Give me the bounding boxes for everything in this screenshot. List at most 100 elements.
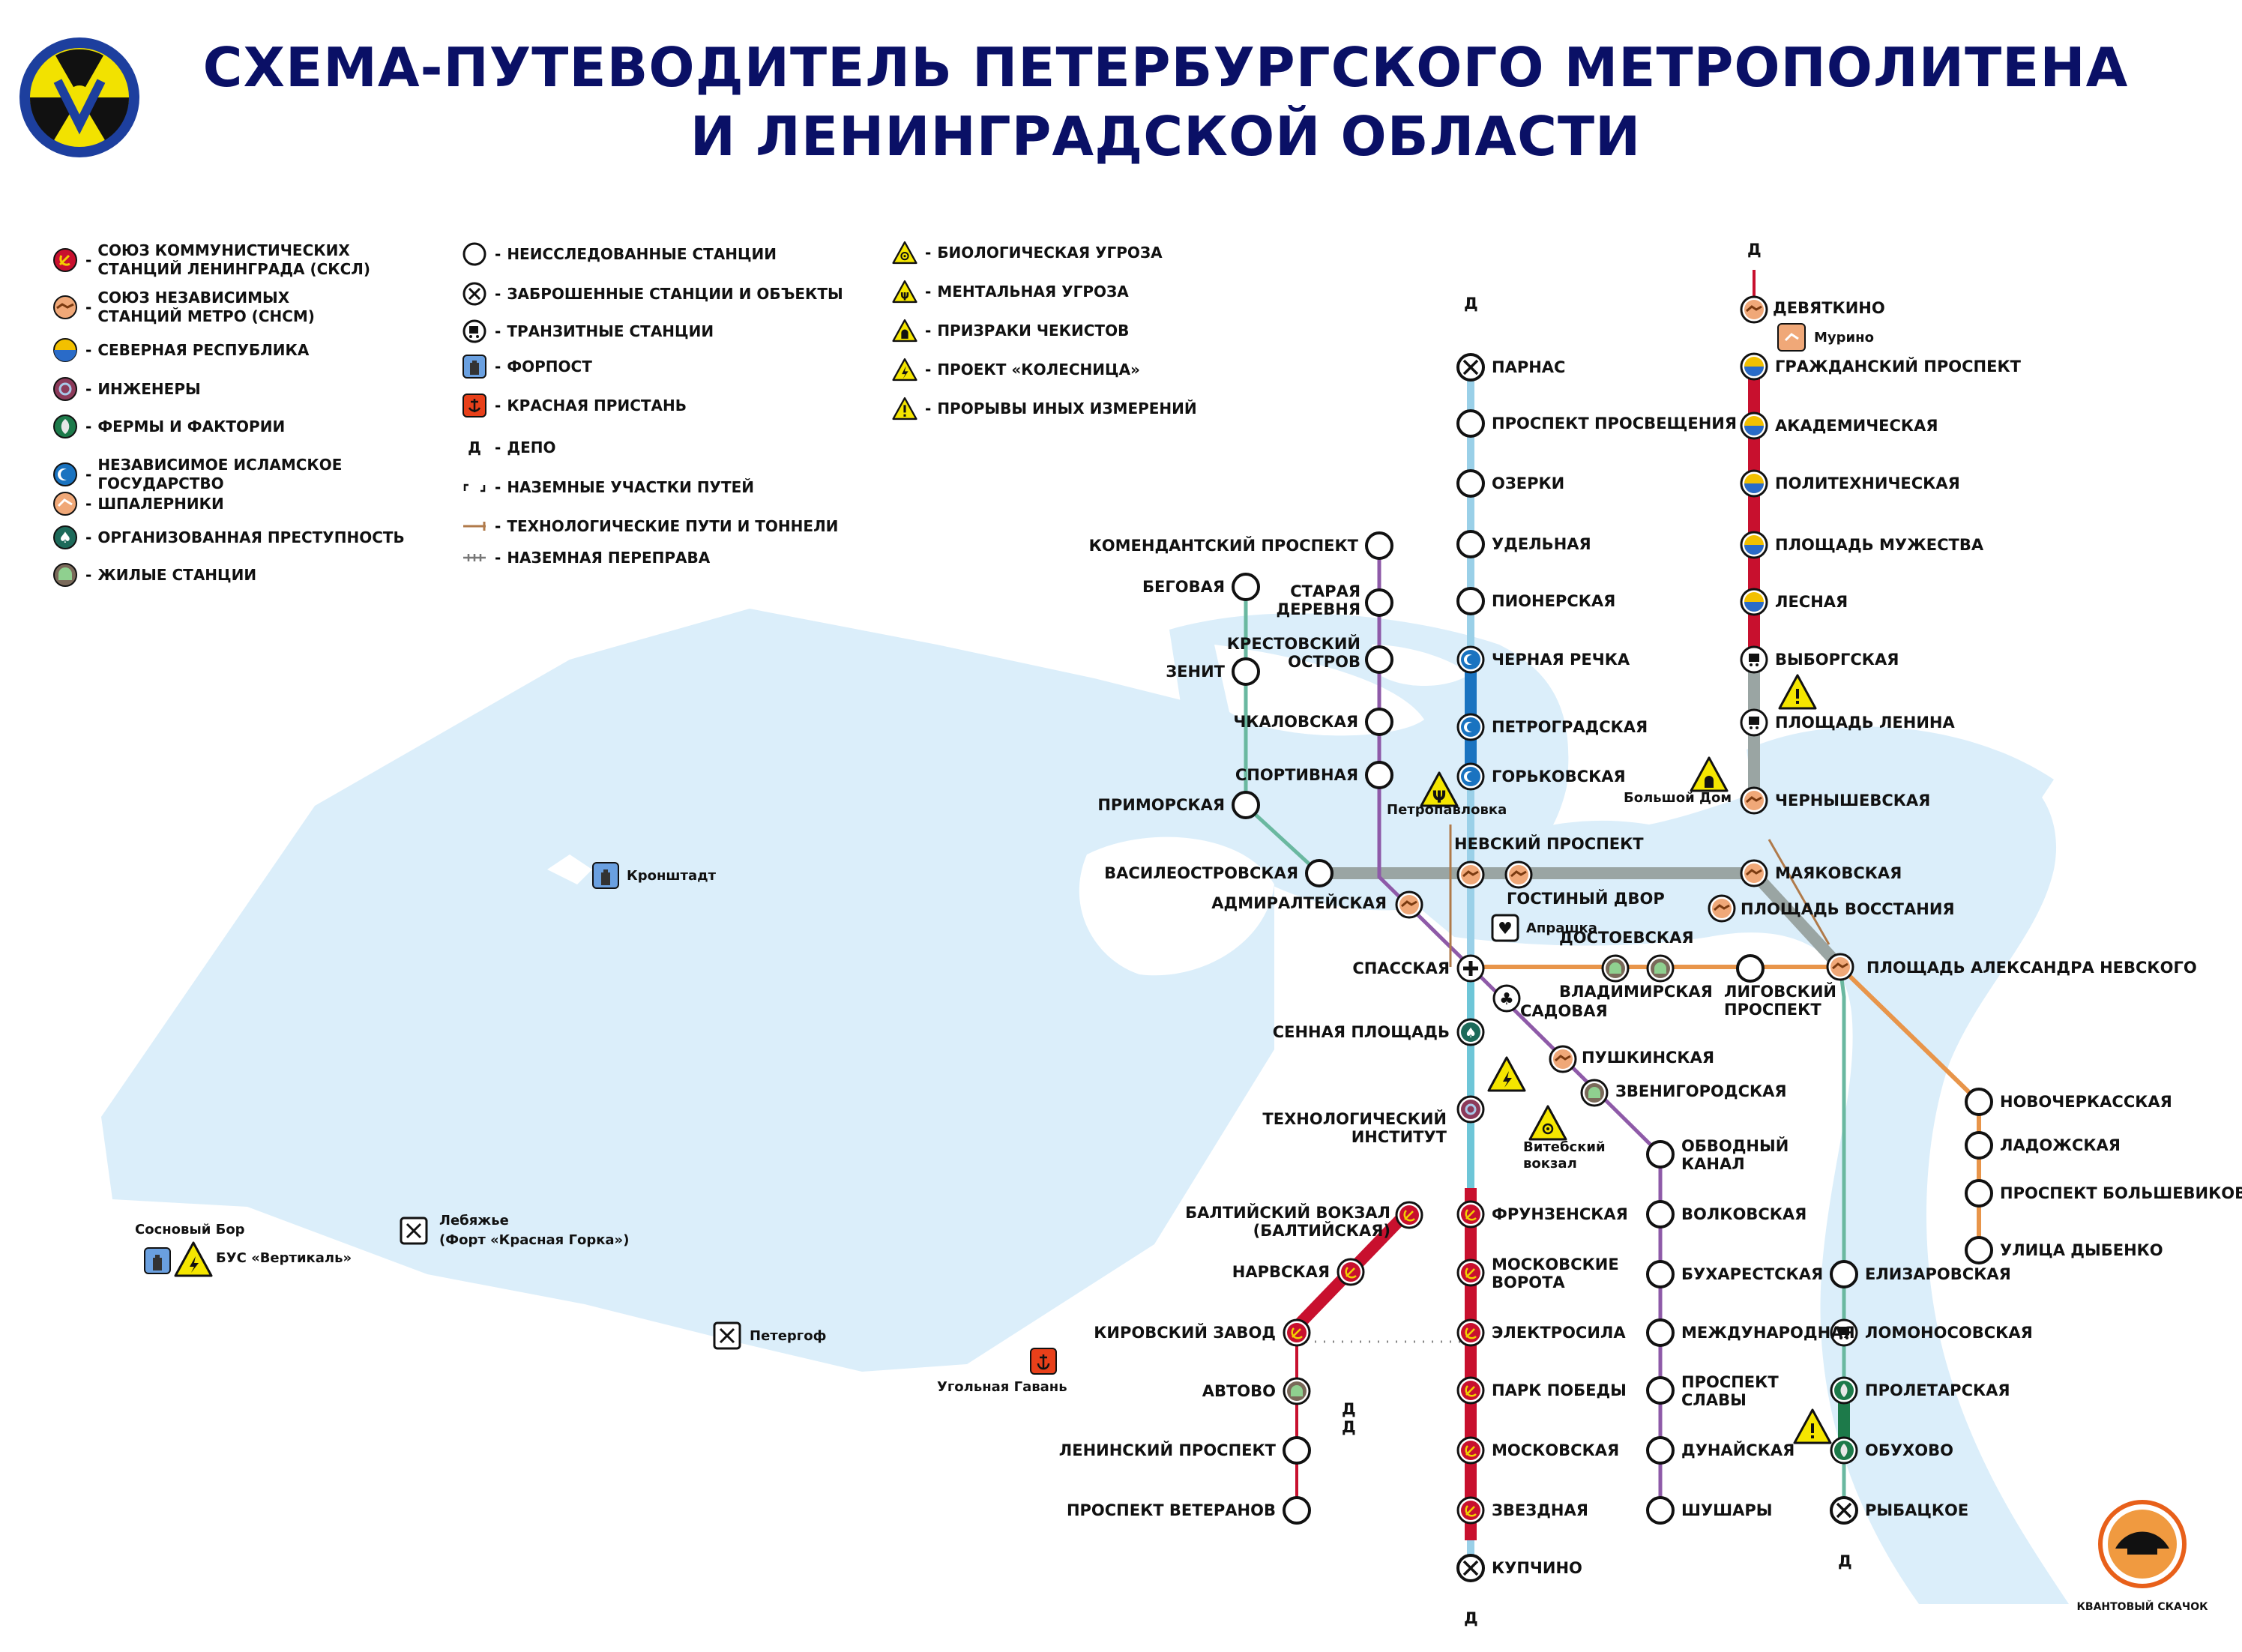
- station-sennaya spade-icon[interactable]: [1456, 1018, 1485, 1046]
- station-udelnaya unexplored-icon[interactable]: [1456, 530, 1485, 558]
- station-begovaya unexplored-icon[interactable]: [1232, 573, 1260, 601]
- station-avtovo residential-icon[interactable]: [1283, 1377, 1311, 1405]
- depot-marker: Д: [1342, 1418, 1356, 1436]
- station-ligovsky unexplored-icon[interactable]: [1736, 954, 1765, 983]
- station-tech-inst engineers-icon[interactable]: [1456, 1095, 1485, 1124]
- station-elizarov unexplored-icon[interactable]: [1830, 1260, 1858, 1288]
- station-pr-prosv unexplored-icon[interactable]: [1456, 409, 1485, 438]
- station-pionerskaya unexplored-icon[interactable]: [1456, 587, 1485, 615]
- station-bukharest unexplored-icon[interactable]: [1646, 1260, 1675, 1288]
- legend-item-depot: Д -ДЕПО: [462, 435, 555, 460]
- legend-item-transit: -ТРАНЗИТНЫЕ СТАНЦИИ: [462, 319, 714, 344]
- station-sadovaya club-icon[interactable]: [1492, 984, 1521, 1013]
- station-parnas abandoned-icon[interactable]: [1456, 353, 1485, 382]
- legend-item-residential: - ЖИЛЫЕ СТАНЦИИ: [52, 562, 256, 588]
- label-petergof: Петергоф: [750, 1328, 826, 1344]
- depot-marker: Д: [1464, 1609, 1478, 1627]
- station-admiralt handshake-icon[interactable]: [1395, 890, 1423, 919]
- station-label: СПАССКАЯ: [1352, 959, 1450, 977]
- station-ladozhskaya unexplored-icon[interactable]: [1965, 1131, 1993, 1160]
- station-gostiny handshake-icon[interactable]: [1504, 860, 1533, 889]
- station-label: МОСКОВСКИЕ: [1492, 1255, 1619, 1273]
- station-dunaiskaya unexplored-icon[interactable]: [1646, 1436, 1675, 1465]
- station-leninsky unexplored-icon[interactable]: [1283, 1436, 1311, 1465]
- outpost-icon: [592, 862, 619, 889]
- station-vyborgskaya transit-icon[interactable]: [1740, 645, 1768, 674]
- station-frunzenskaya hammer-sickle-icon[interactable]: [1456, 1200, 1485, 1229]
- station-obvodny unexplored-icon[interactable]: [1646, 1140, 1675, 1169]
- station-sportiv unexplored-icon[interactable]: [1365, 761, 1393, 789]
- station-mayakovskaya handshake-icon[interactable]: [1740, 859, 1768, 887]
- station-vladimirskaya residential-icon[interactable]: [1646, 954, 1675, 983]
- station-veteranov unexplored-icon[interactable]: [1283, 1496, 1311, 1525]
- station-park-pobedy hammer-sickle-icon[interactable]: [1456, 1376, 1485, 1405]
- station-ozerki unexplored-icon[interactable]: [1456, 469, 1485, 498]
- station-elektrosila hammer-sickle-icon[interactable]: [1456, 1318, 1485, 1347]
- legend-label: ТРАНЗИТНЫЕ СТАНЦИИ: [507, 322, 714, 340]
- station-nevsky handshake-icon[interactable]: [1456, 860, 1485, 889]
- legend-label: НЕИССЛЕДОВАННЫЕ СТАНЦИИ: [507, 244, 777, 263]
- station-mosk-vorota hammer-sickle-icon[interactable]: [1456, 1258, 1485, 1287]
- station-label: ЛАДОЖСКАЯ: [2000, 1136, 2121, 1154]
- surface-crossing-icon: [463, 554, 486, 561]
- station-volkovskaya unexplored-icon[interactable]: [1646, 1200, 1675, 1229]
- station-rybatskoe abandoned-icon[interactable]: [1830, 1496, 1858, 1525]
- station-pl-vosst handshake-icon[interactable]: [1708, 894, 1736, 923]
- station-chernaya-rechka crescent-icon[interactable]: [1456, 645, 1485, 674]
- station-pr-bolsh unexplored-icon[interactable]: [1965, 1179, 1993, 1208]
- station-moskovskaya hammer-sickle-icon[interactable]: [1456, 1436, 1485, 1465]
- biohazard-icon: [892, 241, 917, 265]
- station-polytech north-republic-icon[interactable]: [1740, 469, 1768, 498]
- abandoned-icon: [462, 282, 486, 306]
- station-kupchino abandoned-icon[interactable]: [1456, 1554, 1485, 1582]
- station-dostoevskaya residential-icon[interactable]: [1601, 954, 1630, 983]
- station-label: СПОРТИВНАЯ: [1235, 766, 1358, 784]
- station-label: ПРОСПЕКТ ПРОСВЕЩЕНИЯ: [1492, 414, 1737, 432]
- station-label: УДЕЛЬНАЯ: [1492, 535, 1591, 553]
- station-proletar farms-icon[interactable]: [1830, 1376, 1858, 1405]
- station-obukhovo farms-icon[interactable]: [1830, 1436, 1858, 1465]
- station-label: АВТОВО: [1202, 1382, 1276, 1400]
- station-narvskaya hammer-sickle-icon[interactable]: [1337, 1258, 1365, 1286]
- station-pl-al-nev handshake-icon[interactable]: [1826, 953, 1854, 981]
- station-zvenigor residential-icon[interactable]: [1580, 1079, 1609, 1107]
- crescent-icon: [53, 462, 77, 486]
- station-chkalov unexplored-icon[interactable]: [1365, 708, 1393, 736]
- legend-label: ТЕХНОЛОГИЧЕСКИЕ ПУТИ И ТОННЕЛИ: [507, 516, 839, 535]
- station-spasskaya hub-icon[interactable]: [1458, 956, 1483, 981]
- station-primorskaya unexplored-icon[interactable]: [1232, 791, 1260, 819]
- station-label: ЗВЕЗДНАЯ: [1492, 1501, 1588, 1519]
- label-kronshtadt: Кронштадт: [627, 868, 717, 884]
- depot-icon: Д: [468, 438, 481, 456]
- station-lesnaya north-republic-icon[interactable]: [1740, 588, 1768, 616]
- station-pushkinskaya handshake-icon[interactable]: [1549, 1045, 1577, 1073]
- station-shushary unexplored-icon[interactable]: [1646, 1496, 1675, 1525]
- legend-label: КРАСНАЯ ПРИСТАНЬ: [507, 396, 687, 414]
- station-vasileo unexplored-icon[interactable]: [1305, 859, 1334, 887]
- station-label: МАЯКОВСКАЯ: [1775, 864, 1902, 882]
- station-label: ШУШАРЫ: [1681, 1501, 1772, 1519]
- station-kirovsky hammer-sickle-icon[interactable]: [1283, 1318, 1311, 1347]
- label-vitebsky-1: Витебский: [1523, 1139, 1606, 1155]
- station-petrogradskaya crescent-icon[interactable]: [1456, 713, 1485, 741]
- station-pl-muzh north-republic-icon[interactable]: [1740, 531, 1768, 559]
- legend-label: ЖИЛЫЕ СТАНЦИИ: [97, 565, 257, 584]
- station-label: ПРОСПЕКТ: [1681, 1373, 1779, 1391]
- station-zenit unexplored-icon[interactable]: [1232, 657, 1260, 686]
- station-komend unexplored-icon[interactable]: [1365, 531, 1393, 560]
- station-akadem north-republic-icon[interactable]: [1740, 412, 1768, 440]
- station-pl-lenina transit-icon[interactable]: [1740, 708, 1768, 737]
- station-grazhd north-republic-icon[interactable]: [1740, 352, 1768, 381]
- station-devyatkino handshake-icon[interactable]: [1740, 295, 1768, 324]
- station-krestovsky unexplored-icon[interactable]: [1365, 645, 1393, 674]
- station-novocherk unexplored-icon[interactable]: [1965, 1088, 1993, 1116]
- station-mezhdunar unexplored-icon[interactable]: [1646, 1318, 1675, 1347]
- station-staraya unexplored-icon[interactable]: [1365, 588, 1393, 617]
- station-balt hammer-sickle-icon[interactable]: [1395, 1201, 1423, 1229]
- station-pr-slavy unexplored-icon[interactable]: [1646, 1376, 1675, 1405]
- station-gorkovskaya crescent-icon[interactable]: [1456, 762, 1485, 791]
- station-dybenko unexplored-icon[interactable]: [1965, 1236, 1993, 1264]
- station-label: ЛОМОНОСОВСКАЯ: [1865, 1324, 2033, 1342]
- station-zvezdnaya hammer-sickle-icon[interactable]: [1456, 1496, 1485, 1525]
- station-chernysh handshake-icon[interactable]: [1740, 786, 1768, 815]
